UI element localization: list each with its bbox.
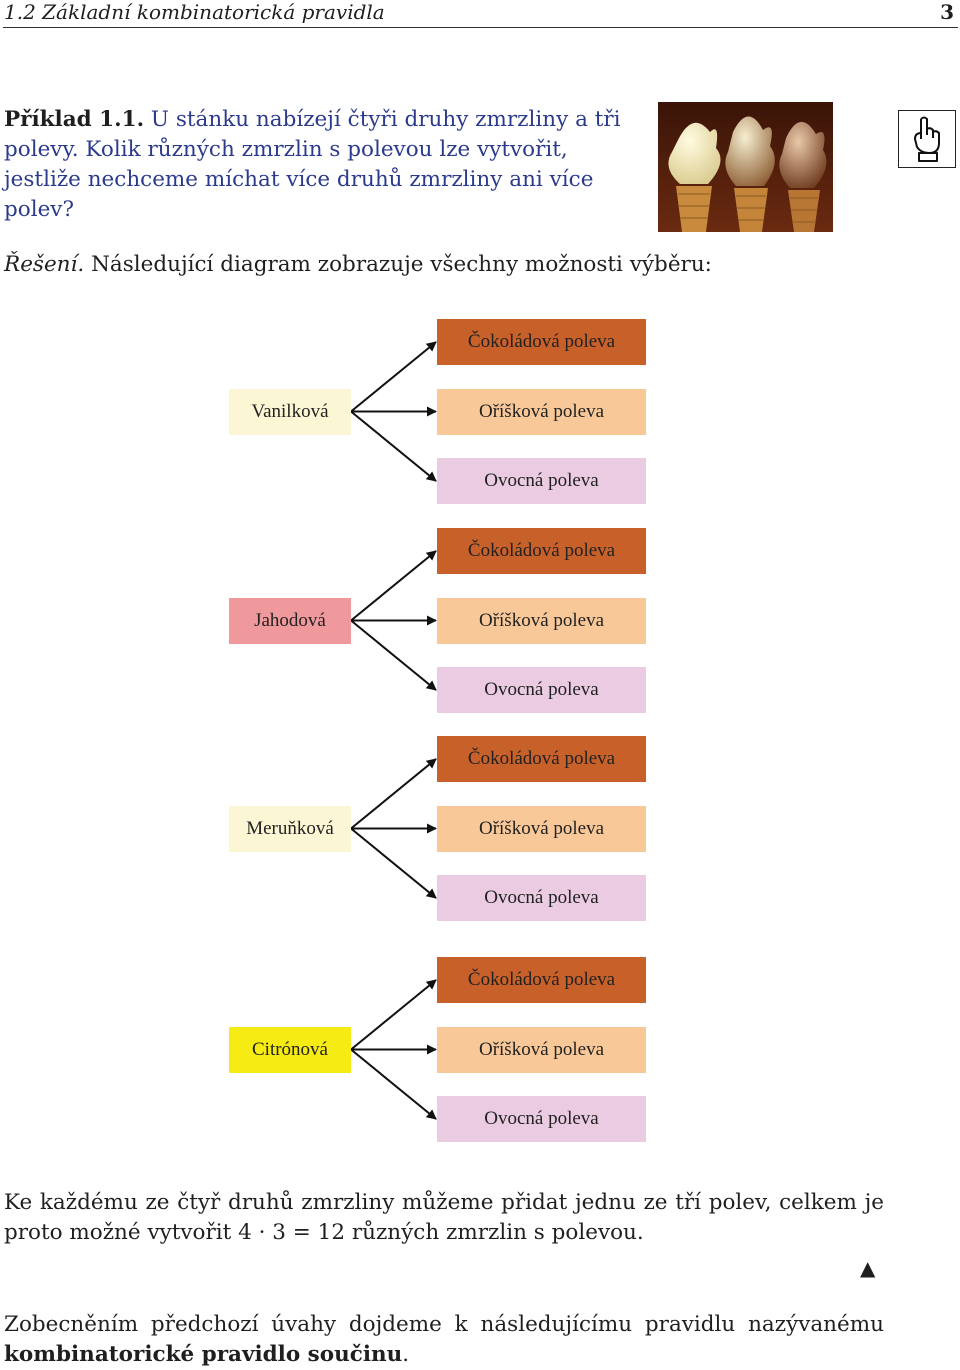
generalization-paragraph: Zobecněním předchozí úvahy dojdeme k nás… [4,1310,884,1370]
branch-arrow [350,619,437,691]
example-paragraph: Příklad 1.1. U stánku nabízejí čtyři dru… [4,105,634,225]
topping-box: Čokoládová poleva [437,736,646,782]
pointing-hand-icon [898,110,956,168]
topping-box: Ovocná poleva [437,667,646,713]
branch-arrow [350,758,437,830]
flavor-box: Citrónová [229,1026,351,1073]
solution-line: Řešení. Následující diagram zobrazuje vš… [4,250,712,280]
topping-box: Oříšková poleva [437,597,646,644]
section-title: 1.2 Základní kombinatorická pravidla [4,0,385,24]
topping-box: Ovocná poleva [437,458,646,504]
hand-glyph [914,116,940,162]
branch-arrow [350,410,437,482]
generalization-text: Zobecněním předchozí úvahy dojdeme k nás… [4,1312,884,1337]
solution-label: Řešení. [4,252,85,277]
solution-text: Následující diagram zobrazuje všechny mo… [91,252,712,277]
topping-box: Ovocná poleva [437,1096,646,1142]
topping-box: Oříšková poleva [437,1026,646,1073]
ice-cream-cones-image [658,102,833,232]
header-rule [3,27,958,28]
generalization-end: . [402,1342,410,1367]
example-text: U stánku nabízejí čtyři druhy zmrzliny a… [4,107,621,222]
topping-box: Oříšková poleva [437,805,646,852]
topping-box: Oříšková poleva [437,388,646,435]
branch-arrow [350,979,437,1051]
flavor-box: Jahodová [229,597,351,644]
end-of-solution-mark: ▲ [860,1256,876,1280]
branch-arrow [350,1048,437,1120]
page-number: 3 [940,0,954,24]
topping-box: Ovocná poleva [437,875,646,921]
conclusion-paragraph: Ke každému ze čtyř druhů zmrzliny můžeme… [4,1190,884,1245]
topping-box: Čokoládová poleva [437,957,646,1003]
topping-box: Čokoládová poleva [437,528,646,574]
branch-arrow [350,827,437,899]
topping-box: Čokoládová poleva [437,319,646,365]
branch-arrow [350,550,437,622]
flavor-box: Meruňková [229,805,351,852]
example-label: Příklad 1.1. [4,107,145,132]
flavor-box: Vanilková [229,388,351,435]
ice-cream-photo [658,102,833,232]
branch-arrow [350,341,437,413]
rule-name: kombinatorické pravidlo součinu [4,1342,403,1367]
